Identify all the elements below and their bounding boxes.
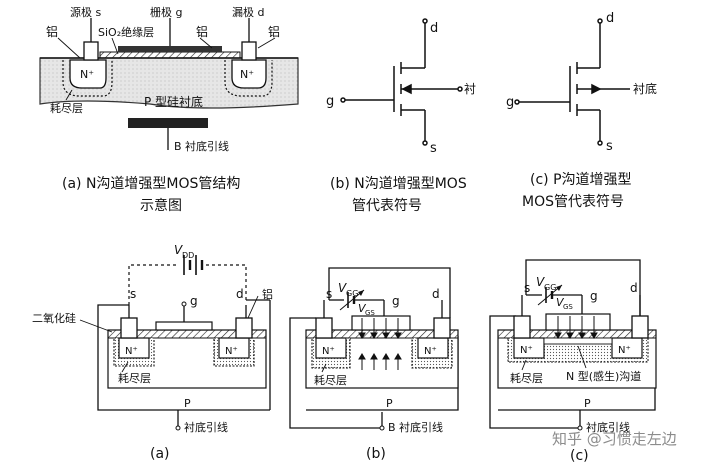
caption-b-line1: (b) N沟道增强型MOS xyxy=(330,176,467,192)
nplus-left xyxy=(69,59,107,89)
label-depletion: 耗尽层 xyxy=(50,102,83,115)
label-source: 源极 s xyxy=(70,5,101,19)
callout-al-mid xyxy=(199,37,213,49)
watermark: 知乎 @习惯走左边 xyxy=(552,430,677,448)
fig-c-s: s xyxy=(606,139,613,154)
bottom-b-circuit xyxy=(289,267,459,431)
bottom-a-nplus-right: N⁺ xyxy=(225,346,238,357)
bottom-b-d: d xyxy=(432,287,440,301)
bottom-c-depletion: 耗尽层 xyxy=(510,372,543,385)
drain-metal xyxy=(241,41,257,61)
caption-c-line2: MOS管代表符号 xyxy=(522,194,624,210)
bottom-c-lead: 衬底引线 xyxy=(586,420,630,434)
bottom-a-vdd-sub: DD xyxy=(182,251,194,260)
label-al-mid: 铝 xyxy=(196,24,208,39)
label-al-right: 铝 xyxy=(268,24,280,39)
substrate-contact xyxy=(128,118,208,128)
bottom-a-g: g xyxy=(190,294,198,308)
bottom-c-vgg: V xyxy=(536,275,545,289)
callout-depletion xyxy=(65,89,73,101)
bottom-b-vgg: V xyxy=(338,281,347,295)
label-al-left: 铝 xyxy=(46,24,58,39)
bottom-c-label: (c) xyxy=(570,448,589,464)
fig-b-g: g xyxy=(326,94,334,109)
bottom-a-lead: 衬底引线 xyxy=(184,420,228,434)
bottom-c-circuit xyxy=(489,259,657,431)
fig-c-symbol xyxy=(514,18,630,146)
bottom-a-depletion: 耗尽层 xyxy=(118,372,151,385)
bottom-c-nplus-left: N⁺ xyxy=(520,345,533,356)
source-metal xyxy=(83,41,99,61)
caption-a-line1: (a) N沟道增强型MOS管结构 xyxy=(62,176,240,192)
bottom-a-vdd: V xyxy=(174,243,183,257)
bottom-b-g: g xyxy=(392,294,400,308)
callout-al-left xyxy=(57,37,81,59)
bottom-c-g: g xyxy=(590,289,598,303)
label-drain: 漏极 d xyxy=(232,5,264,19)
bottom-c-nplus-right: N⁺ xyxy=(618,345,631,356)
callout-al-right xyxy=(257,37,276,49)
bottom-c-vgs-sub: GS xyxy=(563,303,573,311)
label-substrate: P 型硅衬底 xyxy=(144,94,203,109)
fig-c-g: g xyxy=(506,95,514,110)
bottom-b-nplus-left: N⁺ xyxy=(322,346,335,357)
bottom-b-s: s xyxy=(326,287,332,301)
gate-metal xyxy=(118,46,222,52)
bottom-c-s: s xyxy=(524,281,530,295)
bottom-c-p: P xyxy=(584,397,591,410)
label-oxide: SiO₂绝缘层 xyxy=(98,25,154,39)
fig-a-structure: 源极 s 栅极 g 漏极 d SiO₂绝缘层 铝 铝 铝 N⁺ N⁺ 耗尽层 P… xyxy=(39,5,299,153)
bottom-c-d: d xyxy=(630,281,638,295)
fig-b-symbol xyxy=(340,18,463,146)
label-nplus-right: N⁺ xyxy=(240,68,254,81)
caption-a-line2: 示意图 xyxy=(140,197,182,214)
bottom-b-vgs-sub: GS xyxy=(365,309,375,317)
bottom-a-oxide: 二氧化硅 xyxy=(32,311,76,325)
fig-c-d: d xyxy=(606,11,614,26)
bottom-b-vgs: V xyxy=(358,302,367,315)
bottom-a-s: s xyxy=(130,287,136,301)
fig-b-d: d xyxy=(430,21,438,36)
bottom-c-channel: N 型(感生)沟道 xyxy=(566,369,641,383)
bottom-b-p: P xyxy=(386,397,393,410)
sio2-layer xyxy=(99,51,241,59)
bottom-a-d: d xyxy=(236,287,244,301)
depletion-right xyxy=(224,60,273,97)
fig-c-body: 衬底 xyxy=(633,81,657,96)
bottom-a-al: 铝 xyxy=(262,287,273,301)
bottom-a-nplus-left: N⁺ xyxy=(125,346,138,357)
bottom-c-vgg-sub: GG xyxy=(544,283,556,292)
bottom-b-lead: B 衬底引线 xyxy=(388,420,443,434)
bottom-b-label: (b) xyxy=(366,446,386,462)
bottom-a-circuit xyxy=(79,255,271,431)
caption-c-line1: (c) P沟道增强型 xyxy=(530,172,632,188)
bottom-b-depletion: 耗尽层 xyxy=(314,374,347,387)
fig-b-s: s xyxy=(430,141,437,156)
callout-oxide xyxy=(111,37,119,55)
bottom-a-p: P xyxy=(184,397,191,410)
label-lead: B 衬底引线 xyxy=(174,139,229,153)
label-nplus-left: N⁺ xyxy=(80,68,94,81)
fig-b-body: 衬 xyxy=(464,82,476,96)
bottom-c-vgs: V xyxy=(556,296,565,309)
nplus-right xyxy=(231,59,267,89)
caption-b-line2: 管代表符号 xyxy=(352,198,422,214)
bottom-a-label: (a) xyxy=(150,446,170,462)
bottom-b-nplus-right: N⁺ xyxy=(424,346,437,357)
bottom-b-vgg-sub: GG xyxy=(346,289,358,298)
label-gate: 栅极 g xyxy=(150,5,182,19)
